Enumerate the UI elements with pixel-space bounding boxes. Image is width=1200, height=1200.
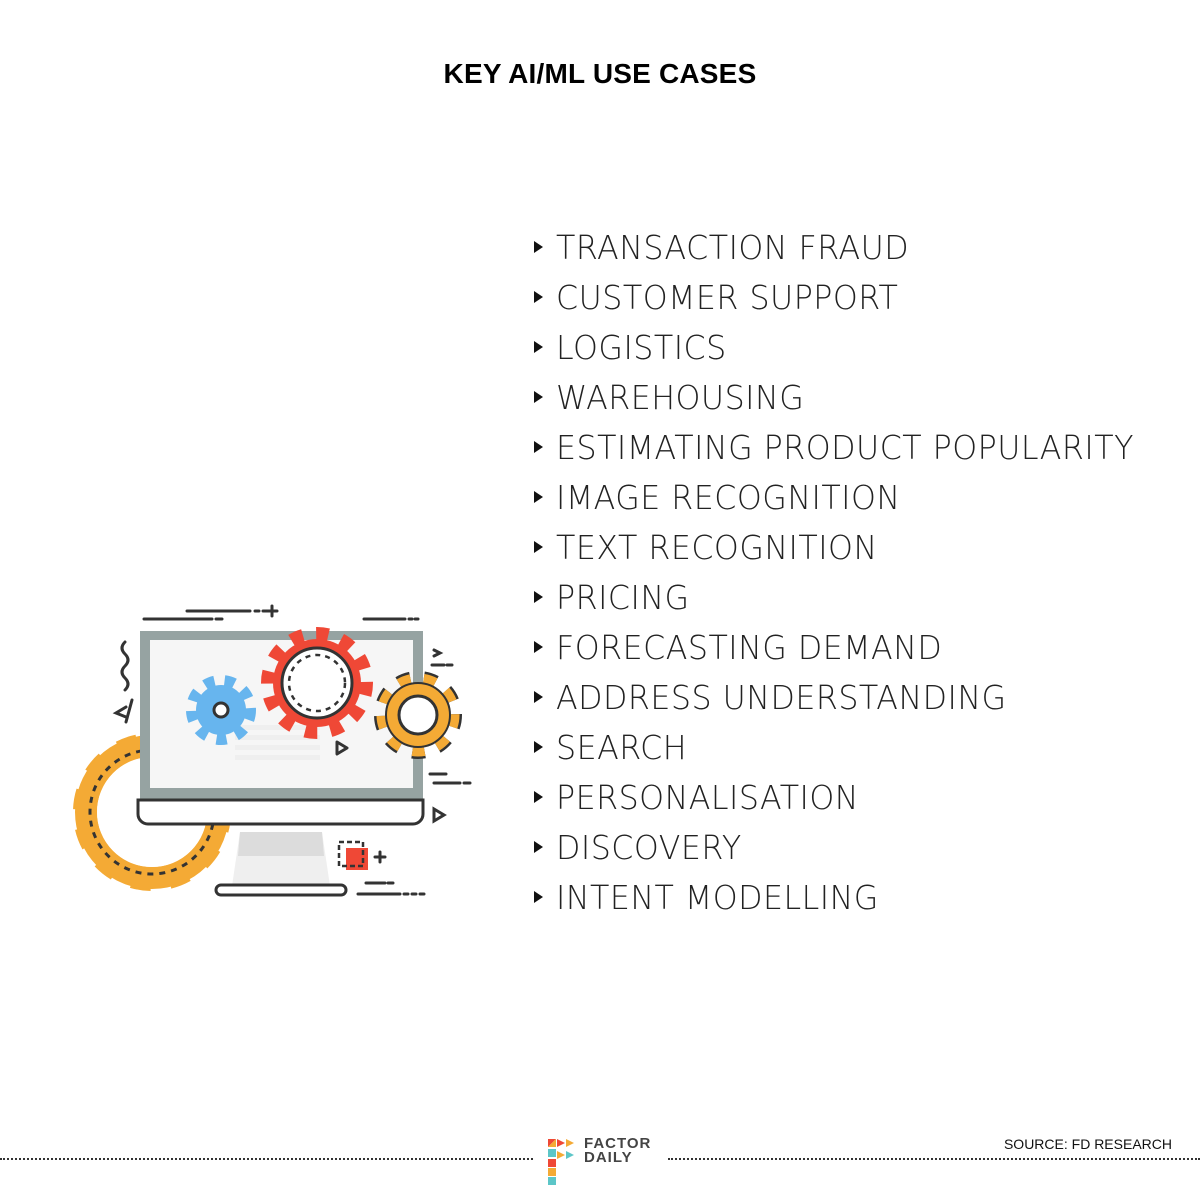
- computer-gears-illustration: [60, 590, 480, 915]
- list-item: INTENT MODELLING: [534, 872, 1158, 922]
- factor-daily-f-icon: [548, 1139, 574, 1185]
- bullet-triangle-icon: [534, 691, 543, 703]
- bullet-triangle-icon: [534, 641, 543, 653]
- logo-text-line2: DAILY: [584, 1149, 633, 1166]
- bullet-triangle-icon: [534, 891, 543, 903]
- source-note: SOURCE: FD RESEARCH: [1003, 1136, 1172, 1152]
- bullet-triangle-icon: [534, 441, 543, 453]
- page-title: KEY AI/ML USE CASES: [443, 58, 757, 89]
- bullet-triangle-icon: [534, 241, 543, 253]
- bullet-triangle-icon: [534, 791, 543, 803]
- list-item: TRANSACTION FRAUD: [534, 222, 1158, 272]
- bullet-triangle-icon: [534, 341, 543, 353]
- logo-text-line1: FACTOR: [584, 1135, 652, 1152]
- list-item: WAREHOUSING: [534, 372, 1158, 422]
- orange-gear-small-icon: [374, 671, 462, 759]
- use-case-list: TRANSACTION FRAUD CUSTOMER SUPPORT LOGIS…: [534, 222, 1158, 922]
- list-item: SEARCH: [534, 722, 1158, 772]
- factor-daily-logo: FACTOR DAILY: [546, 1135, 652, 1187]
- list-item: ADDRESS UNDERSTANDING: [534, 672, 1158, 722]
- list-item: TEXT RECOGNITION: [534, 522, 1158, 572]
- list-item: LOGISTICS: [534, 322, 1158, 372]
- bullet-triangle-icon: [534, 291, 543, 303]
- list-item: ESTIMATING PRODUCT POPULARITY: [534, 422, 1158, 472]
- list-item: PRICING: [534, 572, 1158, 622]
- bullet-triangle-icon: [534, 741, 543, 753]
- list-item: CUSTOMER SUPPORT: [534, 272, 1158, 322]
- bullet-triangle-icon: [534, 591, 543, 603]
- decorative-lines: [112, 604, 472, 896]
- red-gear-icon: [261, 627, 373, 739]
- footer-divider-right: [668, 1158, 1200, 1160]
- monitor-base: [214, 883, 348, 897]
- bullet-triangle-icon: [534, 391, 543, 403]
- list-item: IMAGE RECOGNITION: [534, 472, 1158, 522]
- blue-gear-icon: [186, 675, 256, 745]
- list-item: PERSONALISATION: [534, 772, 1158, 822]
- footer-divider-left: [0, 1158, 533, 1160]
- bullet-triangle-icon: [534, 491, 543, 503]
- bullet-triangle-icon: [534, 541, 543, 553]
- monitor-chin: [136, 798, 425, 826]
- bullet-triangle-icon: [534, 841, 543, 853]
- list-item: FORECASTING DEMAND: [534, 622, 1158, 672]
- list-item: DISCOVERY: [534, 822, 1158, 872]
